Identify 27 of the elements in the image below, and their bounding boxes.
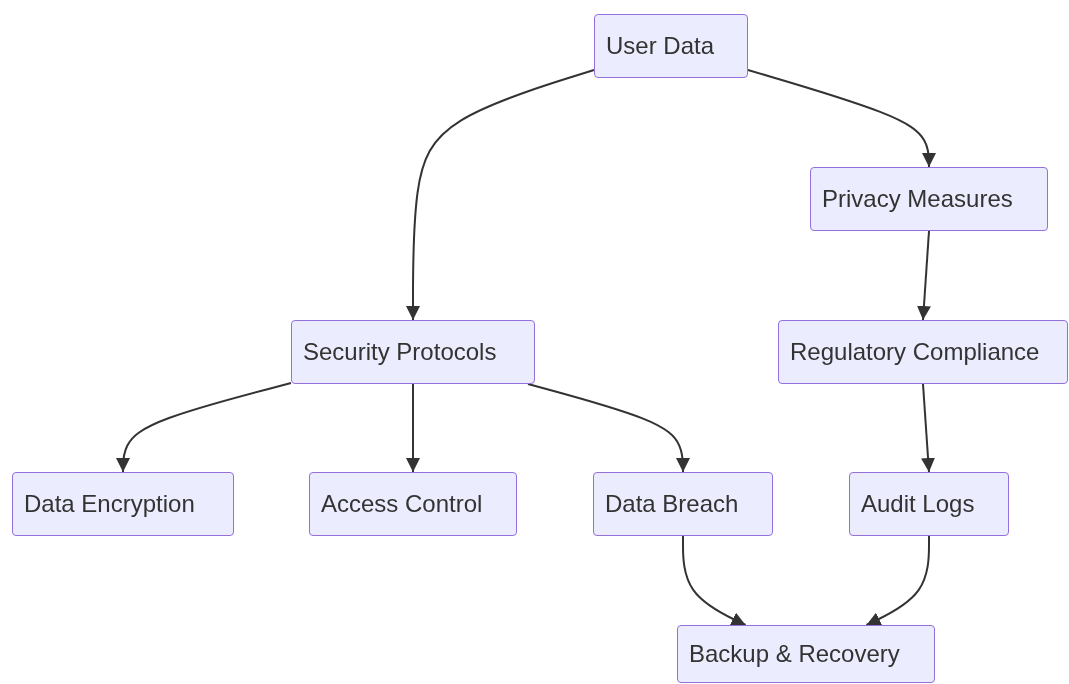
process-box: [291, 320, 535, 384]
process-box: [778, 320, 1068, 384]
arrow: [865, 535, 930, 626]
process-box: [594, 14, 748, 78]
process-box: [677, 625, 935, 683]
arrow: [406, 383, 420, 473]
node-label: User Data: [606, 32, 715, 60]
node-label: Data Breach: [605, 490, 739, 518]
node-label: Access Control: [321, 490, 483, 518]
arrow: [527, 383, 690, 473]
arrow: [406, 69, 595, 321]
node-label: Data Encryption: [24, 490, 195, 518]
process-box: [12, 472, 234, 536]
arrow: [921, 383, 936, 473]
node-label: Security Protocols: [303, 338, 497, 366]
process-box: [593, 472, 773, 536]
node-label: Backup & Recovery: [689, 640, 900, 668]
node-label: Regulatory Compliance: [790, 338, 1040, 366]
process-box: [849, 472, 1009, 536]
arrow: [682, 535, 747, 626]
arrow: [116, 382, 292, 473]
process-box: [810, 167, 1048, 231]
arrow: [747, 69, 936, 168]
node-label: Audit Logs: [861, 490, 975, 518]
process-box: [309, 472, 517, 536]
arrow: [916, 230, 931, 321]
node-label: Privacy Measures: [822, 185, 1013, 213]
